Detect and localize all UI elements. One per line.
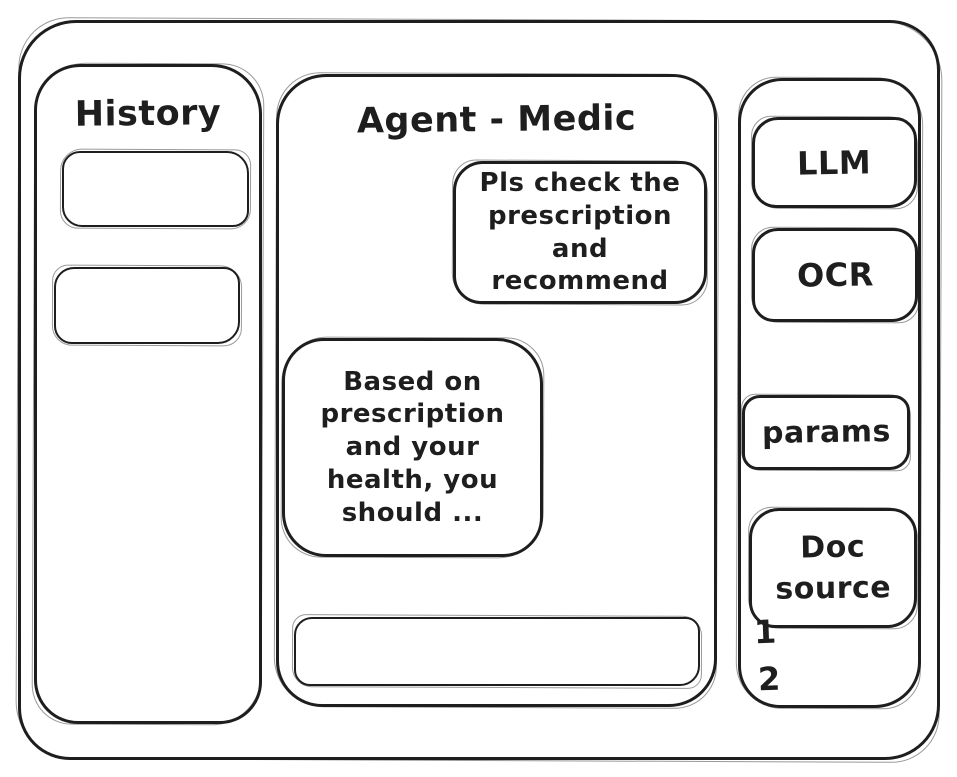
ocr-button[interactable]: OCR	[752, 228, 918, 322]
doc-source-item-2[interactable]: 2	[757, 659, 782, 699]
chat-input-bar[interactable]	[294, 617, 700, 686]
params-button-label: params	[761, 414, 891, 451]
chat-title: Agent - Medic	[356, 98, 637, 142]
user-message-text: Pls check the prescription and recommend	[479, 168, 681, 297]
assistant-message-bubble: Based on prescription and your health, y…	[282, 338, 543, 557]
llm-button-label: LLM	[797, 142, 872, 183]
history-item[interactable]	[54, 267, 240, 344]
assistant-message-text: Based on prescription and your health, y…	[320, 366, 505, 528]
doc-source-button-label: Doc source	[775, 529, 892, 606]
chat-input[interactable]	[296, 619, 698, 684]
params-button[interactable]: params	[742, 395, 910, 470]
ocr-button-label: OCR	[796, 255, 874, 295]
doc-source-button[interactable]: Doc source	[749, 508, 917, 628]
user-message-bubble: Pls check the prescription and recommend	[453, 161, 707, 304]
history-item[interactable]	[62, 151, 249, 227]
llm-button[interactable]: LLM	[752, 117, 917, 208]
doc-source-item-1[interactable]: 1	[753, 612, 778, 652]
history-title: History	[74, 93, 222, 135]
